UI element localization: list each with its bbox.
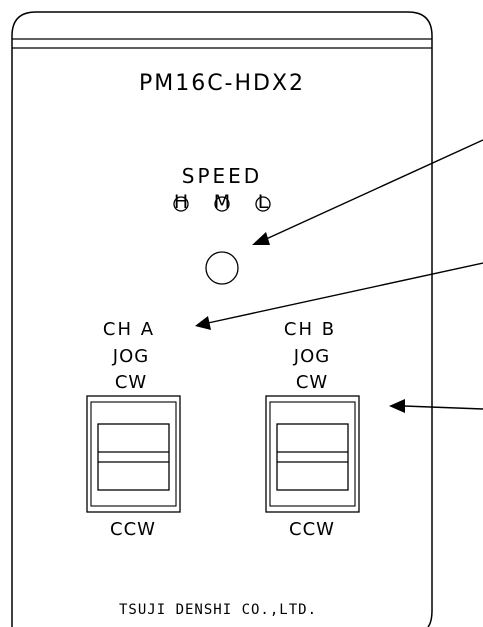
- speed-select-button[interactable]: [205, 251, 239, 285]
- jog-switch-ch-a[interactable]: [86, 395, 181, 513]
- model-name: PM16C-HDX2: [138, 71, 306, 96]
- pointer-arrow-speed-button: [252, 139, 483, 245]
- channel-a-jog-label: JOG: [112, 346, 150, 367]
- panel-outline: [11, 11, 433, 627]
- channel-b-cw-label: CW: [295, 372, 329, 393]
- channel-b-ccw-label: CCW: [289, 519, 335, 540]
- speed-title: SPEED: [181, 164, 263, 188]
- pointer-arrow-ch-b-switch: [389, 399, 483, 413]
- speed-led-l: [255, 196, 271, 212]
- channel-b-jog-label: JOG: [293, 346, 331, 367]
- speed-led-label-h: H: [173, 191, 189, 213]
- channel-a-cw-label: CW: [114, 372, 148, 393]
- speed-led-label-m: M: [213, 191, 231, 213]
- speed-led-h: [173, 196, 189, 212]
- manufacturer-name: TSUJI DENSHI CO.,LTD.: [118, 602, 318, 618]
- pointer-arrow-ch-a: [195, 262, 483, 330]
- channel-b-name: CH B: [283, 319, 337, 340]
- speed-led-m: [214, 196, 230, 212]
- channel-a-name: CH A: [102, 319, 156, 340]
- channel-a-ccw-label: CCW: [110, 519, 156, 540]
- speed-led-label-l: L: [257, 191, 269, 213]
- jog-switch-ch-b[interactable]: [265, 395, 360, 513]
